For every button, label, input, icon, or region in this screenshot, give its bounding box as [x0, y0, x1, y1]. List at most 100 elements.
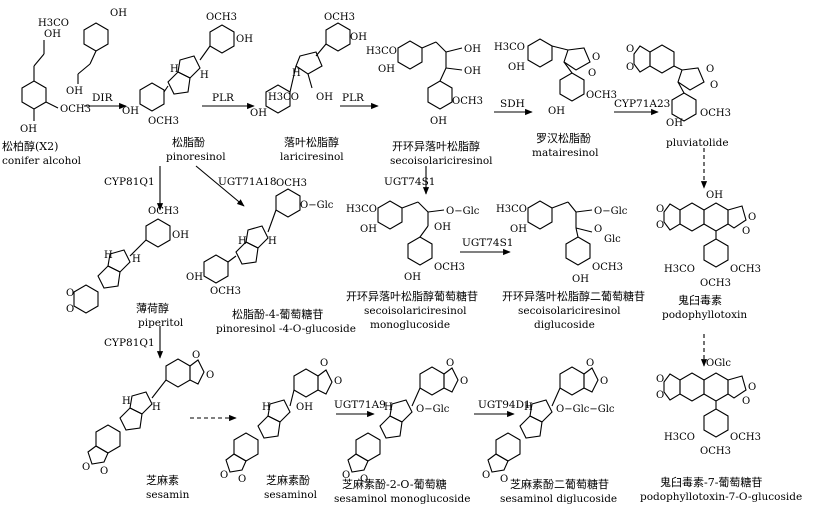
enzyme-cyp71a23: CYP71A23 — [614, 98, 670, 110]
label-podo-en: podophyllotoxin — [662, 309, 747, 321]
enzyme-ugt71a9: UGT71A9 — [334, 399, 386, 411]
enzyme-labels: DIR PLR PLR SDH CYP71A23 CYP81Q1 UGT71A1… — [92, 92, 670, 411]
label-pinoglc-en: pinoresinol -4-O-glucoside — [216, 323, 356, 335]
svg-text:O: O — [742, 226, 750, 237]
svg-text:OH: OH — [110, 8, 127, 19]
label-sesmono-cn: 芝麻素酚-2-O-葡萄糖 — [342, 477, 447, 491]
enzyme-cyp81q1-a: CYP81Q1 — [104, 176, 155, 188]
svg-text:O: O — [586, 358, 594, 369]
svg-text:H3CO: H3CO — [268, 92, 299, 103]
svg-text:O: O — [600, 376, 608, 387]
svg-text:OH: OH — [434, 222, 451, 233]
svg-text:O−Glc: O−Glc — [300, 200, 334, 211]
svg-text:OGlc: OGlc — [706, 358, 731, 369]
conifer-alcohol-structure — [21, 22, 109, 121]
svg-text:H: H — [384, 402, 393, 413]
svg-text:O: O — [66, 288, 74, 299]
svg-text:H3CO: H3CO — [38, 18, 69, 29]
svg-text:OH: OH — [508, 62, 525, 73]
label-secodi-en: secoisolariciresinol — [518, 305, 621, 317]
label-podoglc-cn: 鬼臼毒素-7-葡萄糖苷 — [660, 475, 762, 489]
svg-text:O: O — [446, 358, 454, 369]
svg-text:OH: OH — [378, 64, 395, 75]
svg-text:H3CO: H3CO — [346, 204, 377, 215]
svg-text:O: O — [706, 64, 714, 75]
svg-text:OCH3: OCH3 — [148, 116, 179, 127]
podophyllotoxin-glucoside-structure — [663, 372, 747, 438]
enzyme-ugt94d1: UGT94D1 — [478, 399, 531, 411]
label-piperitol-en: piperitol — [138, 317, 184, 329]
svg-text:OH: OH — [572, 274, 589, 285]
svg-text:O: O — [656, 220, 664, 231]
svg-text:OCH3: OCH3 — [210, 286, 241, 297]
svg-text:H: H — [122, 396, 131, 407]
svg-text:O−Glc−Glc: O−Glc−Glc — [556, 404, 615, 415]
svg-text:OH: OH — [350, 32, 367, 43]
svg-text:H: H — [292, 68, 301, 79]
label-podoglc-en: podophyllotoxin-7-O-glucoside — [640, 491, 802, 503]
seco-monoglucoside-structure — [377, 200, 445, 266]
sesaminol-diglucoside-structure — [487, 366, 599, 473]
svg-text:OH: OH — [430, 116, 447, 127]
svg-text:OH: OH — [44, 29, 61, 40]
pinoresinol-glucoside-structure — [203, 188, 301, 284]
svg-text:O: O — [594, 224, 602, 235]
compound-labels: 松柏醇(X2) conifer alcohol 松脂酚 pinoresinol … — [2, 131, 802, 505]
svg-text:H3CO: H3CO — [664, 264, 695, 275]
label-sesaminol-en: sesaminol — [264, 489, 318, 501]
enzyme-ugt74s1-b: UGT74S1 — [462, 237, 513, 249]
svg-text:O: O — [742, 396, 750, 407]
svg-text:O: O — [656, 390, 664, 401]
svg-text:H3CO: H3CO — [366, 46, 397, 57]
svg-text:OH: OH — [122, 106, 139, 117]
svg-text:OH: OH — [316, 92, 333, 103]
label-podo-cn: 鬼臼毒素 — [678, 293, 722, 307]
enzyme-sdh: SDH — [500, 98, 525, 110]
label-matairesinol-cn: 罗汉松脂酚 — [536, 131, 591, 145]
svg-text:OH: OH — [464, 66, 481, 77]
svg-text:OCH3: OCH3 — [60, 104, 91, 115]
label-sesdi-cn: 芝麻素酚二葡萄糖苷 — [510, 477, 609, 491]
label-sesamin-en: sesamin — [146, 489, 190, 501]
matairesinol-structure — [527, 38, 591, 102]
svg-text:O: O — [626, 44, 634, 55]
enzyme-plr-1: PLR — [212, 92, 235, 104]
seco-diglucoside-structure — [527, 200, 593, 266]
svg-text:H3CO: H3CO — [664, 432, 695, 443]
label-secoiso-cn: 开环异落叶松脂醇 — [392, 139, 480, 153]
svg-text:H: H — [104, 250, 113, 261]
pluviatolide-structure — [633, 44, 705, 122]
svg-text:O: O — [460, 376, 468, 387]
sesaminol-structure — [225, 368, 333, 473]
svg-text:OCH3: OCH3 — [730, 432, 761, 443]
svg-text:OCH3: OCH3 — [434, 262, 465, 273]
arrows — [84, 102, 708, 422]
label-sesamin-cn: 芝麻素 — [146, 473, 179, 487]
svg-text:O: O — [626, 62, 634, 73]
svg-text:O−Glc: O−Glc — [416, 404, 450, 415]
svg-text:O−Glc: O−Glc — [594, 206, 628, 217]
svg-text:H: H — [524, 402, 533, 413]
label-conifer-en: conifer alcohol — [2, 155, 82, 167]
svg-text:OH: OH — [404, 272, 421, 283]
svg-text:O: O — [206, 370, 214, 381]
label-pinoglc-cn: 松脂酚-4-葡萄糖苷 — [232, 307, 323, 321]
svg-text:O: O — [238, 474, 246, 485]
svg-text:O: O — [656, 374, 664, 385]
secoisolariciresinol-structure — [397, 40, 463, 110]
svg-text:OH: OH — [296, 402, 313, 413]
lariciresinol-structure — [265, 22, 351, 114]
label-lariciresinol-cn: 落叶松脂醇 — [284, 135, 339, 149]
svg-text:O: O — [342, 470, 350, 481]
svg-text:O: O — [588, 68, 596, 79]
label-secodi-en2: diglucoside — [534, 319, 595, 331]
svg-text:OCH3: OCH3 — [452, 96, 483, 107]
podophyllotoxin-structure — [663, 202, 747, 268]
label-sesaminol-cn: 芝麻素酚 — [266, 473, 310, 487]
enzyme-ugt71a18: UGT71A18 — [218, 176, 277, 188]
svg-text:O: O — [220, 470, 228, 481]
svg-text:OH: OH — [186, 272, 203, 283]
svg-text:H3CO: H3CO — [496, 204, 527, 215]
